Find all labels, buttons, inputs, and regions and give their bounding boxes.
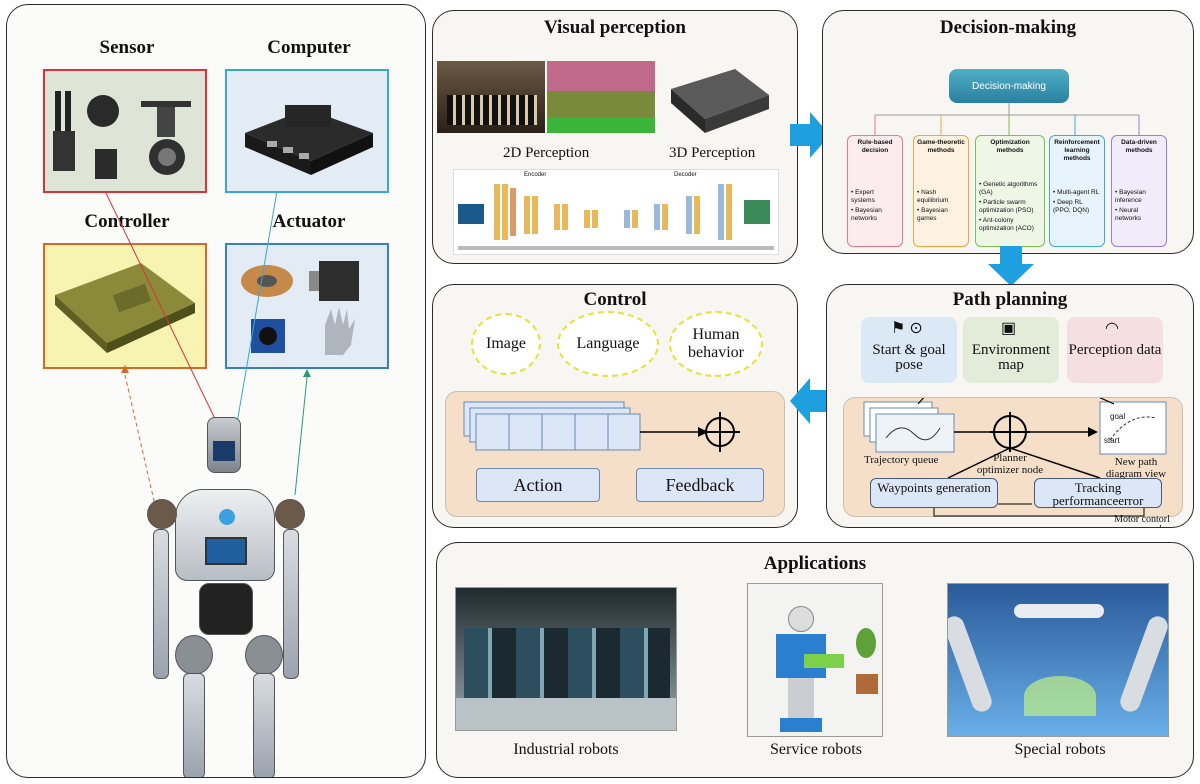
new-path-label: New path diagram view: [1105, 456, 1167, 480]
2d-photo: [437, 61, 545, 133]
start-marker-label: start: [1104, 436, 1120, 445]
decision-making-panel: Decision-making Decision-making Rule-bas…: [822, 10, 1194, 254]
waypoints-box: Waypoints generation: [870, 478, 998, 508]
industrial-robots-label: Industrial robots: [513, 741, 619, 758]
sensor-label: Sensor: [99, 37, 155, 58]
3d-perception-label: 3D Perception: [669, 145, 756, 161]
planner-node-label: Planner optimizer node: [976, 452, 1044, 476]
robot-hardware-panel: Sensor Computer Controller Actuator: [6, 4, 426, 778]
controller-image: [43, 243, 207, 369]
map-icon: ▣: [1001, 320, 1017, 337]
decoder-label: Decoder: [674, 172, 697, 178]
path-planning-panel: Path planning ⚑ ⊙ Start & goal pose ▣ En…: [826, 284, 1194, 528]
control-loop-box: Action Feedback: [445, 391, 785, 517]
path-planning-title: Path planning: [952, 289, 1068, 310]
special-robot-photo: [947, 583, 1169, 737]
decision-branches: [874, 103, 1140, 135]
start-goal-card: ⚑ ⊙ Start & goal pose: [861, 317, 957, 383]
3d-pointcloud: [665, 59, 773, 137]
environment-map-card: ▣ Environment map: [963, 317, 1059, 383]
actuator-image: [225, 243, 389, 369]
hardware-connectors: [104, 190, 311, 506]
computer-label: Computer: [267, 37, 351, 58]
environment-map-label: Environment map: [971, 342, 1051, 373]
perception-data-label: Perception data: [1068, 342, 1162, 358]
visual-perception-panel: Visual perception 2D Perception 3D Perce…: [432, 10, 798, 264]
service-robot-photo: [747, 583, 883, 737]
arrow-to-control: [790, 378, 830, 424]
encoder-label: Encoder: [524, 172, 547, 178]
radar-icon: ◠: [1105, 320, 1119, 337]
decision-card-data-driven: Data-driven methods Bayesian inferenceNe…: [1111, 135, 1167, 247]
controller-label: Controller: [84, 211, 170, 232]
action-box: Action: [476, 468, 600, 502]
special-robots-label: Special robots: [1014, 741, 1106, 758]
planner-diagram: [863, 385, 1167, 517]
applications-title: Applications: [763, 553, 867, 574]
flag-pin-icon: ⚑ ⊙: [891, 320, 923, 337]
visual-perception-title: Visual perception: [544, 17, 686, 38]
decision-card-rule-based: Rule-based decision Expert systemsBayesi…: [847, 135, 903, 247]
computer-image: [225, 69, 389, 193]
input-human-behavior-oval: Human behavior: [669, 311, 763, 377]
goal-marker-label: goal: [1110, 412, 1126, 421]
perception-data-card: ◠ Perception data: [1067, 317, 1163, 383]
input-language-oval: Language: [557, 311, 659, 377]
decision-hub: Decision-making: [949, 69, 1069, 103]
control-panel: Control Image Language Human behavior Ac…: [432, 284, 798, 528]
industrial-robot-photo: [455, 587, 677, 731]
input-image-oval: Image: [471, 313, 541, 375]
applications-panel: Applications Industrial robots Service r…: [436, 542, 1194, 778]
decision-making-title: Decision-making: [939, 17, 1077, 38]
2d-perception-label: 2D Perception: [503, 145, 590, 161]
decision-card-optimization: Optimization methods Genetic algorithms …: [975, 135, 1045, 247]
unet-architecture: Encoder Decoder: [453, 169, 779, 255]
trajectory-queue-label: Trajectory queue: [864, 454, 939, 466]
arrow-to-decision: [790, 112, 830, 158]
tracking-box: Tracking performanceerror: [1034, 478, 1162, 508]
start-goal-label: Start & goal pose: [872, 342, 946, 373]
planner-loop-box: goal start Trajectory queue Planner opti…: [843, 385, 1183, 517]
feedback-box: Feedback: [636, 468, 764, 502]
2d-segmentation: [547, 61, 655, 133]
actuator-label: Actuator: [272, 211, 346, 232]
control-loop-diagram: [463, 401, 740, 452]
decision-card-reinforcement: Reinforcement learning methods Multi-age…: [1049, 135, 1105, 247]
motor-command-label: Motor contorl command: [1114, 514, 1170, 528]
decision-card-game-theoretic: Game-theoretic methods Nash equilibriumB…: [913, 135, 969, 247]
control-title: Control: [583, 289, 647, 310]
service-robots-label: Service robots: [770, 741, 862, 758]
arrow-to-path-planning: [988, 246, 1034, 286]
sensor-image: [43, 69, 207, 193]
